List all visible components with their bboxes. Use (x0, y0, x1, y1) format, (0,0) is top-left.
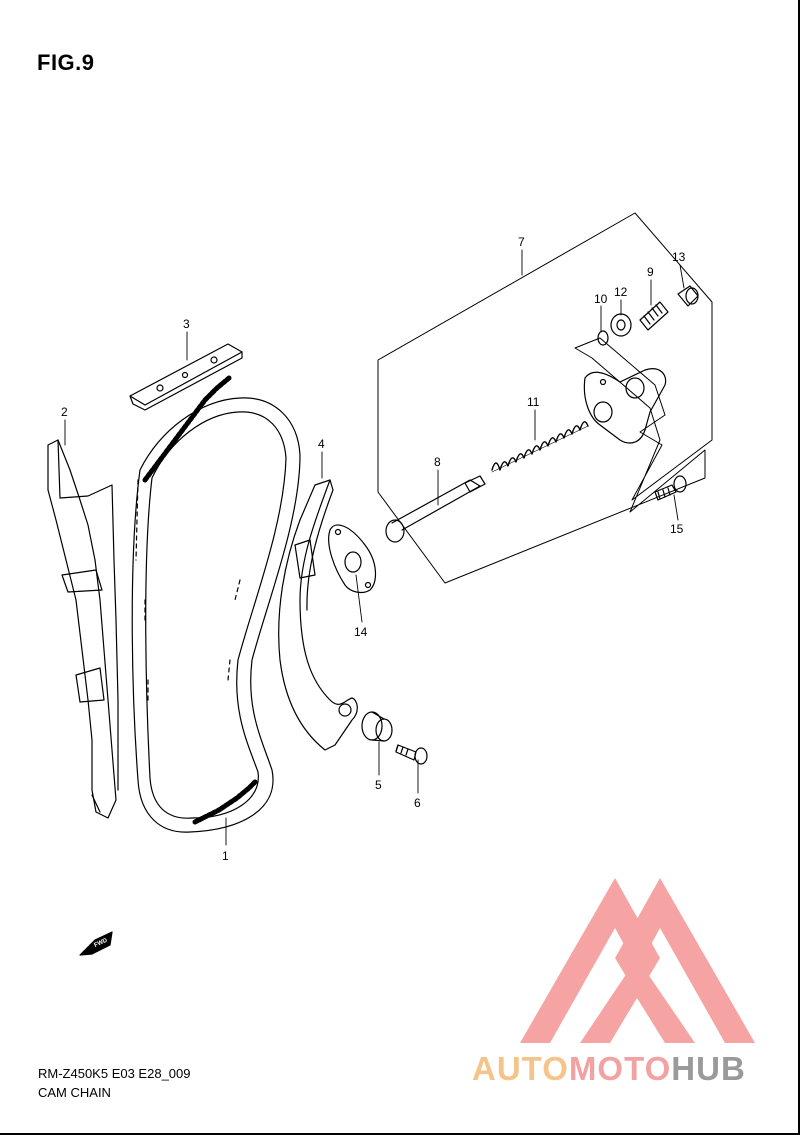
watermark-text: AUTOMOTOHUB (472, 1052, 746, 1085)
watermark-text-auto: AUTO (472, 1050, 569, 1087)
callout-4: 4 (318, 437, 325, 451)
cam-chain-guide-2 (47, 439, 119, 819)
cap-nut-13 (677, 285, 699, 307)
tensioner-group-outline (377, 212, 713, 584)
footer-figure-name: CAM CHAIN (38, 1085, 111, 1100)
chain-guide-plate-3 (129, 343, 243, 411)
callout-2: 2 (61, 405, 68, 419)
callout-14: 14 (354, 625, 368, 639)
bolt-6 (395, 744, 428, 765)
callout-15: 15 (670, 522, 684, 536)
gasket-14 (328, 524, 376, 594)
callout-8: 8 (434, 455, 441, 469)
oring-10 (597, 330, 609, 346)
tensioner-body (583, 368, 667, 444)
callout-3: 3 (183, 317, 190, 331)
callout-11: 11 (527, 395, 540, 409)
callout-10: 10 (594, 292, 608, 306)
callout-9: 9 (647, 265, 654, 279)
adjuster-screw-9 (639, 301, 669, 331)
watermark-text-moto: MOTO (568, 1050, 672, 1087)
callout-6: 6 (414, 796, 421, 810)
callout-13: 13 (672, 250, 686, 264)
bolt-15 (654, 475, 687, 501)
tensioner-guide-4 (278, 479, 358, 751)
spring-11 (491, 421, 589, 473)
fwd-arrow-icon (79, 931, 113, 956)
washer-12 (610, 313, 632, 337)
watermark-text-hub: HUB (671, 1050, 746, 1087)
watermark-logo (520, 878, 755, 1043)
push-rod-8 (385, 475, 486, 543)
callout-7: 7 (518, 235, 525, 249)
cam-chain-1 (131, 375, 301, 833)
fwd-label: FWD (93, 937, 109, 948)
figure-title: FIG.9 (37, 50, 95, 75)
callout-12: 12 (614, 285, 628, 299)
footer-figure-code: RM-Z450K5 E03 E28_009 (38, 1066, 191, 1081)
callout-5: 5 (375, 778, 382, 792)
bushing-5 (361, 711, 393, 742)
callout-1: 1 (222, 849, 229, 863)
